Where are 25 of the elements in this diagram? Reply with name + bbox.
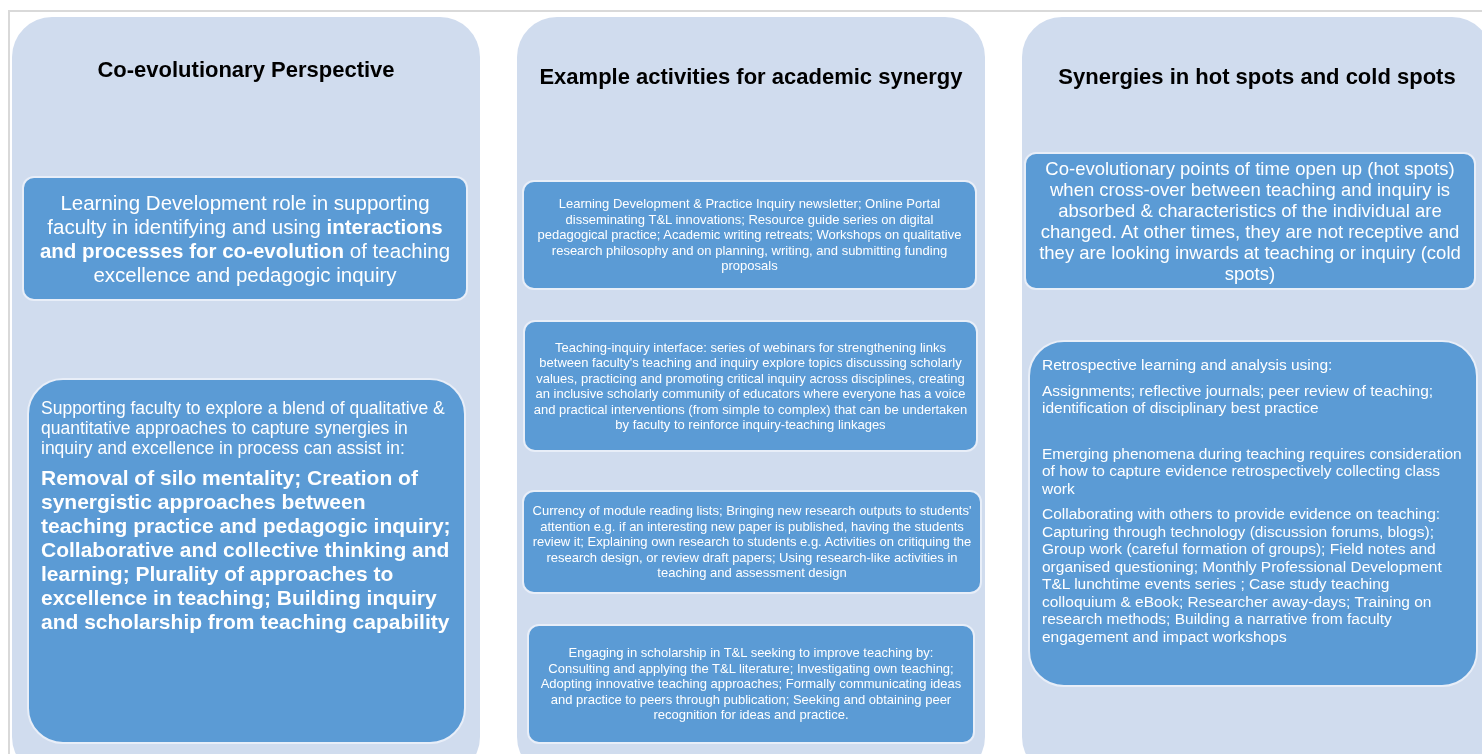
column-panel [1022,17,1482,754]
box-text: Assignments; reflective journals; peer review of teaching; identification of disciplinary best practice [1042,381,1435,417]
box-text: Currency of module reading lists; Bringing new research outputs to students' attention e.g. if an interesting new paper is published, having the students review it; Explaining own research to students e.g. Activities on critiquing the research design, or review draft papers; Using research-like activities in teaching and assessment design [532,503,972,581]
box-text: Learning Development role in supporting faculty in identifying and using interactions and processes for co-evolution of teaching excellence and pedagogic inquiry [38,190,452,287]
text-box [523,320,978,452]
column-panel [12,17,480,754]
text-box [527,624,975,744]
box-text: Removal of silo mentality; Creation of synergistic approaches between teaching practice and pedagogic inquiry; Collaborative and collective thinking and learning; Plurality of approaches to excellence in teaching; Building inquiry and scholarship from teaching capability [41,466,452,634]
text-box [522,180,977,290]
column-heading: Synergies in hot spots and cold spots [1057,64,1457,90]
column-heading: Co-evolutionary Perspective [96,57,396,83]
text-box [522,490,982,594]
column-heading: Example activities for academic synergy [538,64,964,90]
box-text: Emerging phenomena during teaching requires consideration of how to capture evidence retrospectively collecting class work [1042,444,1463,497]
box-text: Engaging in scholarship in T&L seeking to improve teaching by: Consulting and applying the T&L literature; Investigating own teaching; Adopting innovative teaching approaches; Formally communicating ideas and practice to peers through publication; Seeking and obtaining peer recognition for ideas and practice. [539,645,963,723]
text-box [22,176,468,301]
text-box [1028,340,1478,687]
text-box [27,378,466,744]
box-text: Collaborating with others to provide evidence on teaching: Capturing through technology (discussion forums, blogs); Group work (careful formation of groups); Field notes and organised questioning; Monthly Professional Development T&L lunchtime events series ; Case study teaching colloquium & eBook; Researcher away-days; Training on research methods; Building a narrative from faculty engagement and impact workshops [1042,505,1443,645]
column-panel [517,17,985,754]
box-text: Retrospective learning and analysis using: [1042,356,1334,374]
box-text: Supporting faculty to explore a blend of qualitative & quantitative approaches to capture synergies in inquiry and excellence in process can assist in: [41,398,446,458]
box-text: Learning Development & Practice Inquiry newsletter; Online Portal disseminating T&L innovations; Resource guide series on digital pedagogical practice; Academic writing retreats; Workshops on qualitative research philosophy and on planning, writing, and submitting funding proposals [536,196,963,274]
box-text: Co-evolutionary points of time open up (hot spots) when cross-over between teaching and inquiry is absorbed & characteristics of the individual are changed. At other times, they are not receptive and they are looking inwards at teaching or inquiry (cold spots) [1038,158,1462,284]
box-text: Teaching-inquiry interface: series of webinars for strengthening links between faculty's teaching and inquiry explore topics discussing scholarly values, practicing and promoting critical inquiry across disciplines, creating an inclusive scholarly community of educators where everyone has a voice and practical interventions (from simple to complex) that can be undertaken by faculty to reinforce inquiry-teaching linkages [533,339,968,433]
